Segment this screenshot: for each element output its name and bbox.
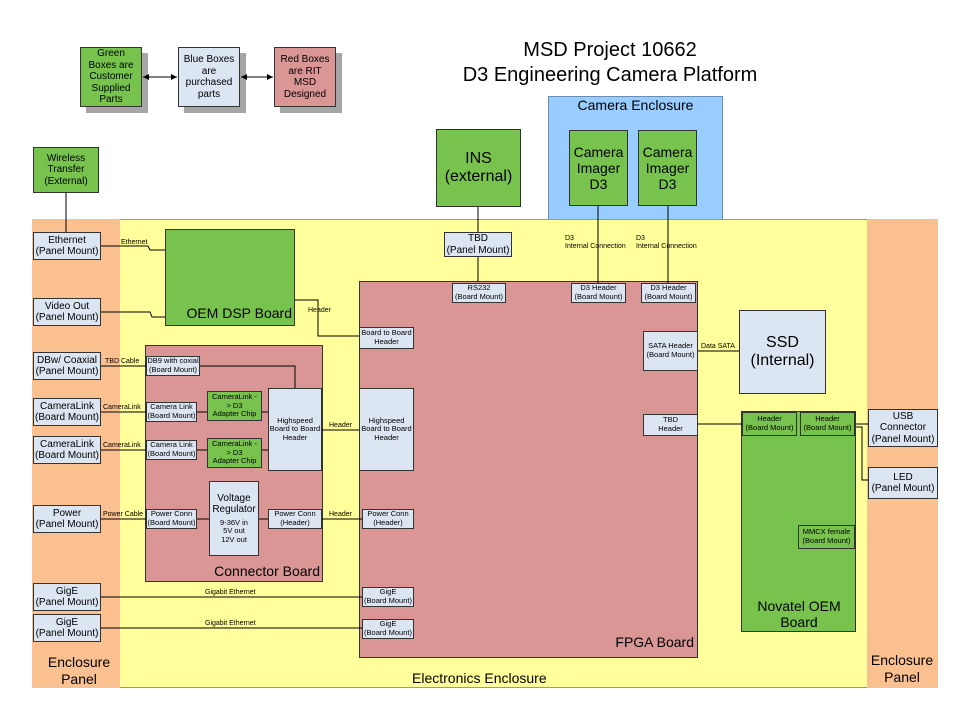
novatel-oem-board (741, 411, 856, 632)
power-conn-header-fpga-board: Power Conn (Header) (362, 509, 414, 529)
electronics-enclosure-label: Electronics Enclosure (412, 670, 547, 686)
power-panel-connector: Power (Panel Mount) (33, 505, 101, 533)
d3-header-1: D3 Header (Board Mount) (571, 283, 626, 303)
wire-label-d3-internal-1: D3 Internal Connection (565, 235, 626, 250)
led-panel-indicator: LED (Panel Mount) (868, 467, 938, 499)
gige-board-connector-2: GigE (Board Mount) (362, 619, 414, 639)
board-to-board-header: Board to Board Header (359, 327, 414, 349)
voltage-regulator-spec: 9-36V in 5V out 12V out (220, 517, 248, 544)
wire-label-header-highspeed: Header (329, 422, 352, 429)
highspeed-header-connector-board: Highspeed Board to Board Header (268, 388, 322, 471)
cameralink-d3-adapter-chip-2: CameraLink - > D3 Adapter Chip (207, 438, 262, 468)
enclosure-panel-left-label: Enclosure Panel (47, 654, 111, 687)
sata-header: SATA Header (Board Mount) (643, 331, 698, 371)
wire-label-gigabit-2: Gigabit Ethernet (205, 620, 256, 627)
legend-red-box: Red Boxes are RIT MSD Designed (274, 47, 336, 107)
video-out-panel-connector: Video Out (Panel Mount) (33, 298, 101, 326)
cameralink-connector-1: CameraLink (Board Mount) (33, 398, 101, 426)
connector-board-label: Connector Board (214, 563, 320, 579)
camera-imager-2: Camera Imager D3 (638, 130, 697, 206)
legend-green-box: Green Boxes are Customer Supplied Parts (80, 47, 142, 107)
wire-label-power-cable: Power Cable (103, 511, 144, 518)
camera-link-board-connector-1: Camera Link (Board Mount) (146, 402, 197, 422)
gige-panel-connector-1: GigE (Panel Mount) (33, 583, 101, 611)
wire-label-header-power: Header (329, 511, 352, 518)
db9-coaxial-connector: DB9 with coxial (Board Mount) (146, 356, 200, 376)
oem-dsp-board-label: OEM DSP Board (186, 305, 292, 321)
camera-link-board-connector-2: Camera Link (Board Mount) (146, 440, 197, 460)
ethernet-panel-connector: Ethernet (Panel Mount) (33, 232, 101, 260)
d3-header-2: D3 Header (Board Mount) (641, 283, 696, 303)
camera-enclosure-label: Camera Enclosure (577, 97, 694, 113)
mmcx-female-connector: MMCX female (Board Mount) (798, 525, 855, 549)
ins-box: INS (external) (436, 129, 521, 207)
novatel-oem-board-label: Novatel OEM Board (757, 598, 841, 630)
dbw-coaxial-panel-connector: DBw/ Coaxial (Panel Mount) (33, 352, 101, 380)
wireless-transfer-box: Wireless Transfer (External) (33, 147, 99, 193)
oem-dsp-board (165, 229, 295, 326)
voltage-regulator-label: Voltage Regulator (212, 492, 256, 516)
legend-blue-box: Blue Boxes are purchased parts (178, 47, 240, 107)
wire-label-header-dsp: Header (308, 307, 331, 314)
gige-board-connector-1: GigE (Board Mount) (362, 587, 414, 607)
wire-label-gigabit-1: Gigabit Ethernet (205, 589, 256, 596)
novatel-header-1: Header (Board Mount) (742, 412, 797, 436)
fpga-board (359, 281, 698, 658)
voltage-regulator: Voltage Regulator 9-36V in 5V out 12V ou… (209, 481, 259, 556)
cameralink-connector-2: CameraLink (Board Mount) (33, 436, 101, 464)
wire-label-data-sata: Data SATA (701, 343, 735, 350)
enclosure-panel-right-label: Enclosure Panel (870, 652, 934, 685)
wire-label-d3-internal-2: D3 Internal Connection (636, 235, 697, 250)
power-conn-board-mount: Power Conn (Board Mount) (146, 509, 197, 529)
gige-panel-connector-2: GigE (Panel Mount) (33, 614, 101, 642)
ssd-box: SSD (Internal) (739, 310, 826, 394)
rs232-connector: RS232 (Board Mount) (452, 283, 506, 303)
camera-imager-1: Camera Imager D3 (569, 130, 628, 206)
wire-label-tbd-cable: TBD Cable (105, 358, 140, 365)
wire-label-cameralink-1: CameraLink (103, 404, 141, 411)
usb-panel-connector: USB Connector (Panel Mount) (868, 409, 938, 447)
wire-label-ethernet: Ethernet (121, 239, 148, 246)
fpga-board-label: FPGA Board (615, 634, 694, 650)
diagram-title: MSD Project 10662 (523, 39, 697, 61)
tbd-header: TBD Header (643, 414, 698, 436)
cameralink-d3-adapter-chip-1: CameraLink - > D3 Adapter Chip (207, 391, 262, 421)
tbd-panel-connector: TBD (Panel Mount) (444, 232, 512, 257)
novatel-header-2: Header (Board Mount) (800, 412, 855, 436)
highspeed-header-fpga-board: Highspeed Board to Board Header (359, 388, 414, 471)
diagram-subtitle: D3 Engineering Camera Platform (462, 64, 758, 86)
wire-label-cameralink-2: CameraLink (103, 442, 141, 449)
power-conn-header-connector-board: Power Conn (Header) (268, 509, 322, 529)
enclosure-panel-right (867, 219, 938, 688)
